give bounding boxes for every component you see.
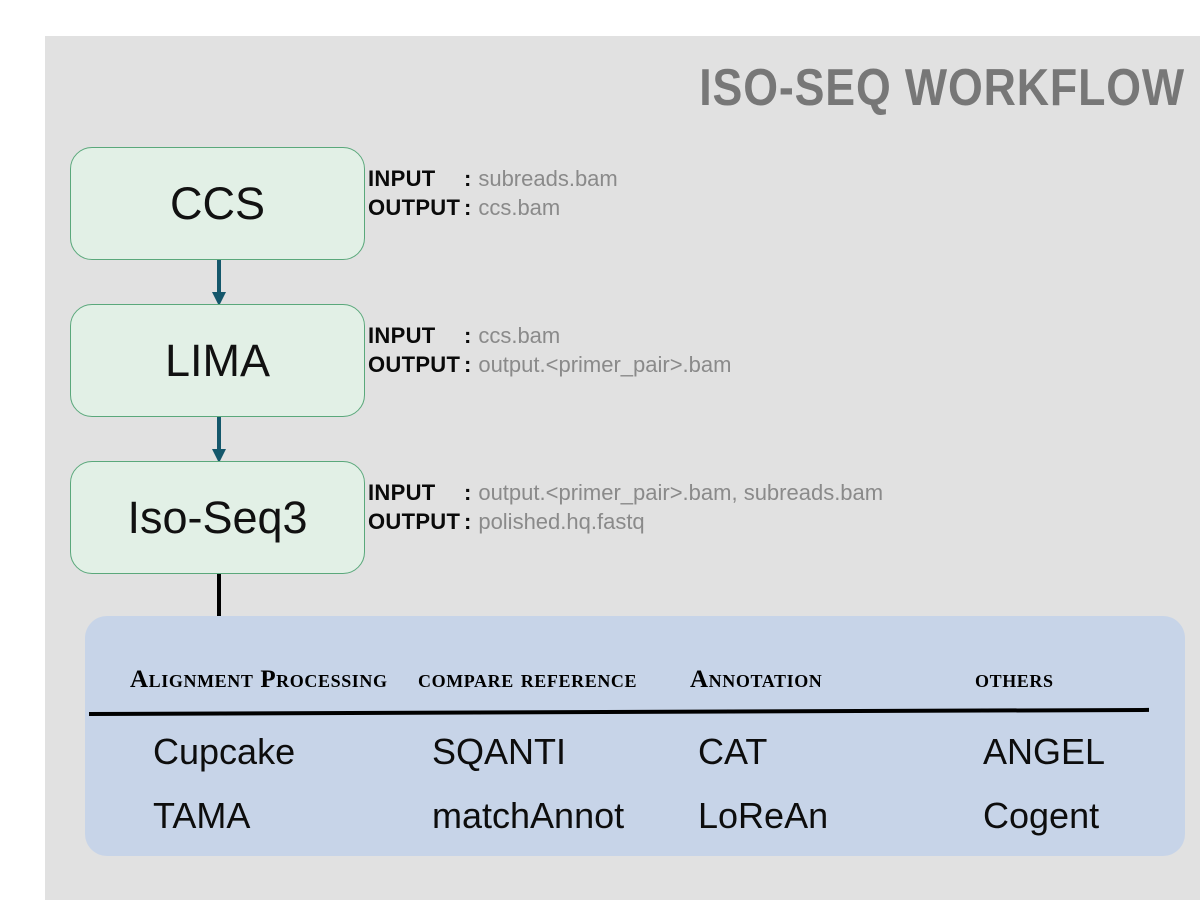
input-label-ccs: INPUT bbox=[368, 166, 436, 191]
input-value-isoseq3: output.<primer_pair>.bam, subreads.bam bbox=[478, 480, 884, 505]
io-line-input-ccs: INPUT : subreads.bam bbox=[368, 164, 618, 193]
input-value-lima: ccs.bam bbox=[478, 323, 561, 348]
stage-box-ccs[interactable]: CCS bbox=[70, 147, 365, 260]
io-colon: : bbox=[464, 323, 472, 348]
tool-cell: matchAnnot bbox=[432, 795, 625, 836]
tool-cell: Cogent bbox=[983, 795, 1100, 836]
slide-canvas: ISO-SEQ WORKFLOW CCS INPUT : subreads.ba… bbox=[45, 36, 1200, 900]
arrow-shaft bbox=[217, 574, 221, 636]
tool-cell: ANGEL bbox=[983, 731, 1106, 772]
arrow-head-icon bbox=[212, 292, 226, 306]
output-label-isoseq3: OUTPUT bbox=[368, 509, 461, 535]
tools-column-header-alignment-processing: Alignment Processing bbox=[130, 665, 388, 693]
output-value-isoseq3: polished.hq.fastq bbox=[478, 509, 645, 535]
io-line-output-isoseq3: OUTPUT : polished.hq.fastq bbox=[368, 507, 883, 536]
tools-table-header-row: Alignment Processing compare reference A… bbox=[85, 616, 1185, 706]
io-line-output-ccs: OUTPUT : ccs.bam bbox=[368, 193, 618, 222]
output-label-ccs: OUTPUT bbox=[368, 195, 461, 221]
tools-column-header-others: others bbox=[975, 665, 1054, 693]
stage-label-ccs: CCS bbox=[169, 178, 265, 229]
io-block-lima: INPUT : ccs.bam OUTPUT : output.<primer_… bbox=[368, 321, 731, 380]
tools-column-header-compare-reference: compare reference bbox=[418, 665, 638, 693]
table-row: Cupcake SQANTI CAT ANGEL bbox=[85, 734, 1185, 790]
tools-panel: Alignment Processing compare reference A… bbox=[85, 616, 1185, 856]
stage-label-isoseq3: Iso-Seq3 bbox=[127, 492, 308, 543]
output-label-lima: OUTPUT bbox=[368, 352, 461, 378]
io-block-ccs: INPUT : subreads.bam OUTPUT : ccs.bam bbox=[368, 164, 618, 223]
io-colon: : bbox=[464, 166, 472, 191]
input-value-ccs: subreads.bam bbox=[478, 166, 618, 191]
input-label-isoseq3: INPUT bbox=[368, 480, 436, 505]
tool-cell: LoReAn bbox=[698, 795, 829, 836]
stage-box-lima[interactable]: LIMA bbox=[70, 304, 365, 417]
tool-cell: TAMA bbox=[153, 795, 251, 836]
arrow-shaft bbox=[217, 260, 221, 294]
table-header-divider bbox=[88, 707, 1149, 716]
io-line-output-lima: OUTPUT : output.<primer_pair>.bam bbox=[368, 350, 731, 379]
stage-label-lima: LIMA bbox=[164, 335, 271, 386]
io-colon: : bbox=[464, 480, 472, 505]
tools-column-header-annotation: Annotation bbox=[690, 665, 823, 693]
output-value-lima: output.<primer_pair>.bam bbox=[478, 352, 732, 378]
input-label-lima: INPUT bbox=[368, 323, 436, 348]
tool-cell: CAT bbox=[698, 731, 768, 772]
io-colon: : bbox=[464, 195, 472, 221]
io-colon: : bbox=[464, 509, 472, 535]
page-title: ISO-SEQ WORKFLOW bbox=[699, 59, 1185, 117]
stage-box-isoseq3[interactable]: Iso-Seq3 bbox=[70, 461, 365, 574]
tools-table: Alignment Processing compare reference A… bbox=[85, 616, 1185, 856]
table-row: TAMA matchAnnot LoReAn Cogent bbox=[85, 798, 1185, 854]
io-line-input-lima: INPUT : ccs.bam bbox=[368, 321, 731, 350]
arrow-shaft bbox=[217, 417, 221, 451]
tool-cell: SQANTI bbox=[432, 731, 567, 772]
io-block-isoseq3: INPUT : output.<primer_pair>.bam, subrea… bbox=[368, 478, 883, 537]
arrow-head-icon bbox=[212, 449, 226, 463]
io-colon: : bbox=[464, 352, 472, 378]
output-value-ccs: ccs.bam bbox=[478, 195, 561, 221]
io-line-input-isoseq3: INPUT : output.<primer_pair>.bam, subrea… bbox=[368, 478, 883, 507]
tool-cell: Cupcake bbox=[153, 731, 296, 772]
